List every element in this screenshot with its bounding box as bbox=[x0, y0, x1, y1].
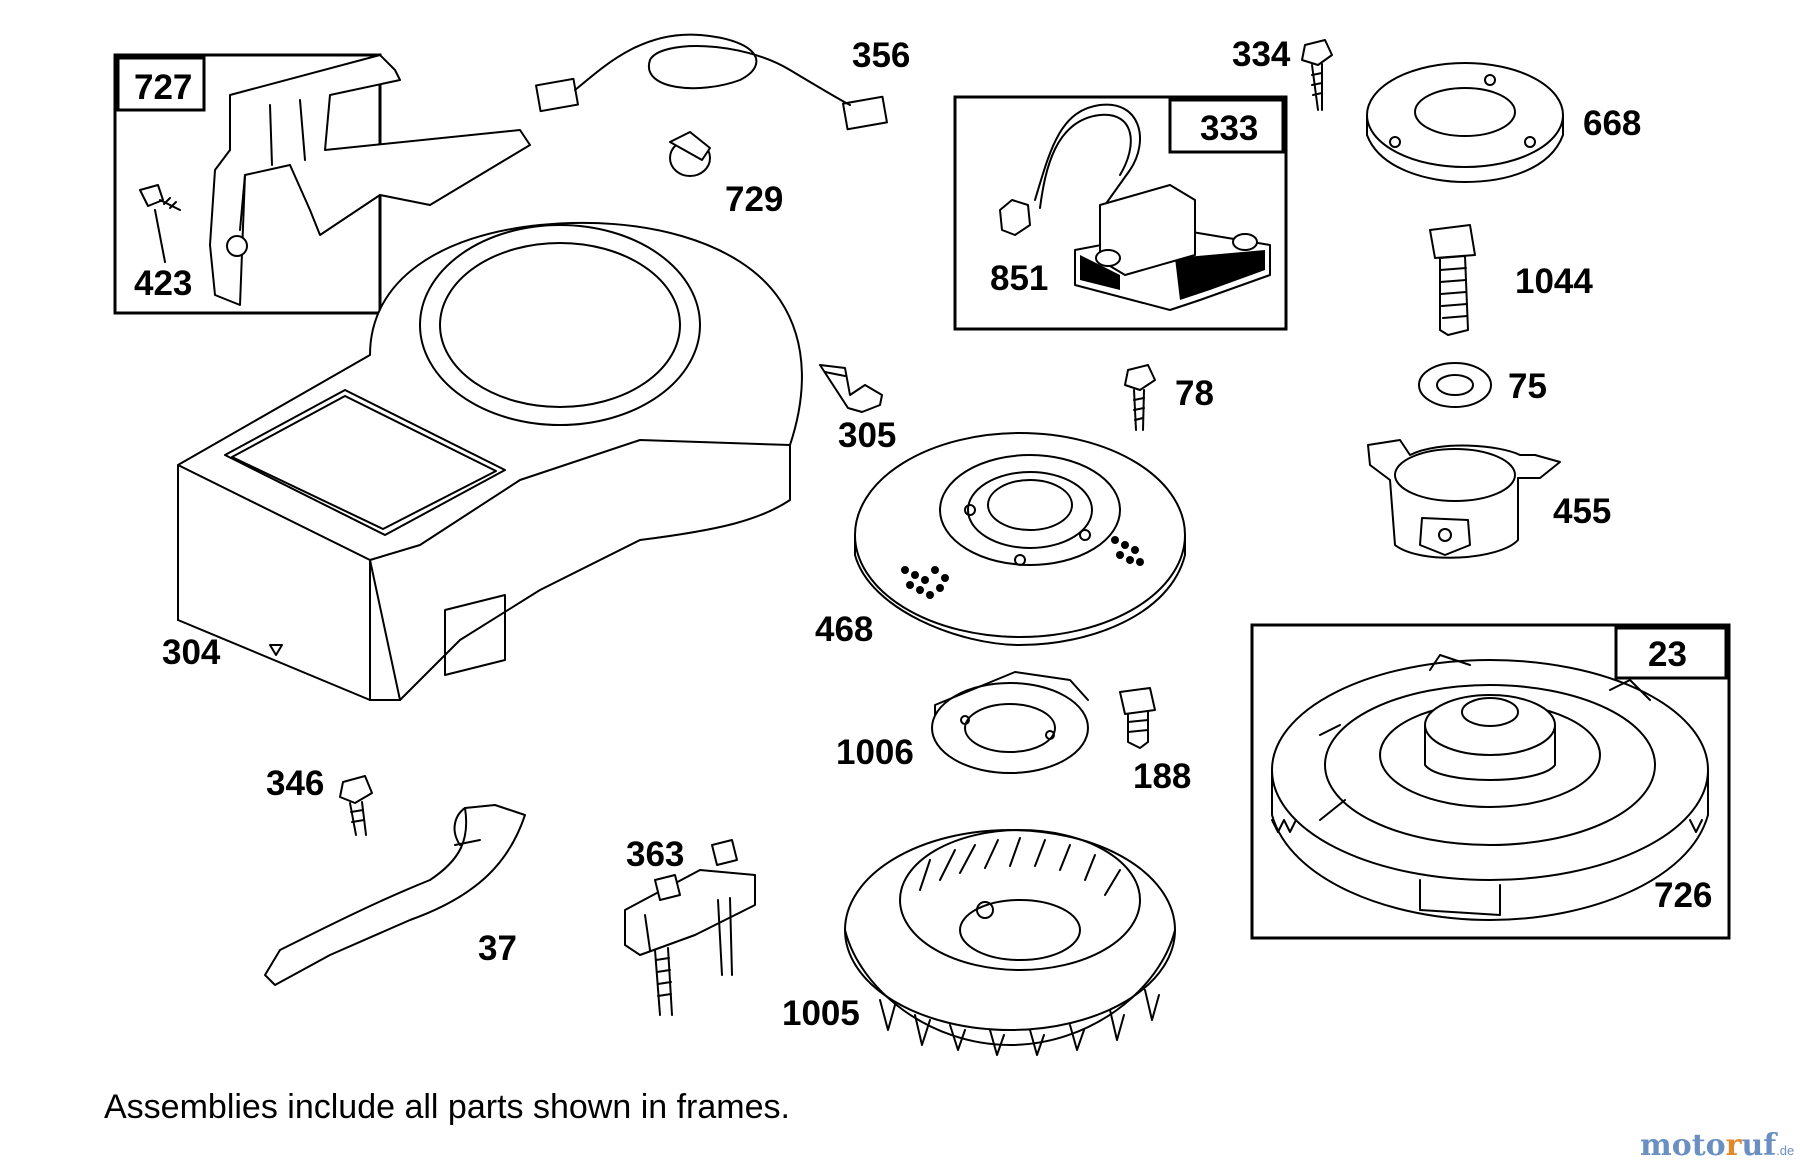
label-668: 668 bbox=[1583, 104, 1641, 143]
frame-23 bbox=[1250, 623, 1731, 940]
label-334: 334 bbox=[1232, 35, 1291, 74]
part-wire-356 bbox=[535, 33, 888, 131]
frame-727 bbox=[113, 53, 382, 315]
part-bracket-363 bbox=[624, 839, 756, 1016]
part-screen-468 bbox=[854, 432, 1186, 646]
label-727: 727 bbox=[134, 68, 192, 107]
label-188: 188 bbox=[1133, 757, 1191, 796]
label-423: 423 bbox=[134, 264, 192, 303]
label-37: 37 bbox=[478, 929, 517, 968]
label-726: 726 bbox=[1654, 876, 1712, 915]
footnote: Assemblies include all parts shown in fr… bbox=[104, 1088, 790, 1126]
frame-333 bbox=[953, 95, 1288, 331]
part-screw-346 bbox=[339, 775, 373, 836]
part-washer-75 bbox=[1418, 362, 1492, 408]
part-cup-455 bbox=[1367, 439, 1561, 559]
label-23: 23 bbox=[1648, 635, 1687, 674]
label-1005: 1005 bbox=[782, 994, 860, 1033]
label-333: 333 bbox=[1200, 109, 1258, 148]
part-screw-78 bbox=[1124, 364, 1156, 431]
label-346: 346 bbox=[266, 764, 324, 803]
label-305: 305 bbox=[838, 416, 896, 455]
label-304: 304 bbox=[162, 633, 221, 672]
label-363: 363 bbox=[626, 835, 684, 874]
part-armature-851 bbox=[999, 103, 1271, 311]
part-air-guide bbox=[209, 54, 531, 306]
part-retainer-1006 bbox=[931, 671, 1089, 774]
part-grommet-729 bbox=[669, 131, 711, 177]
part-blower-housing-304 bbox=[177, 221, 803, 701]
label-729: 729 bbox=[725, 180, 783, 219]
part-screw-334 bbox=[1301, 39, 1333, 111]
watermark-logo: motoruf.de bbox=[1640, 1128, 1795, 1163]
part-screw-423 bbox=[139, 184, 181, 263]
label-1006: 1006 bbox=[836, 733, 914, 772]
label-455: 455 bbox=[1553, 492, 1611, 531]
part-fan-1005 bbox=[844, 829, 1176, 1056]
part-plate-668 bbox=[1366, 62, 1564, 183]
label-356: 356 bbox=[852, 36, 910, 75]
label-468: 468 bbox=[815, 610, 873, 649]
label-851: 851 bbox=[990, 259, 1048, 298]
label-1044: 1044 bbox=[1515, 262, 1593, 301]
label-78: 78 bbox=[1175, 374, 1214, 413]
part-stud-1044 bbox=[1429, 224, 1476, 336]
part-screw-188 bbox=[1119, 687, 1156, 749]
part-screw-305 bbox=[819, 364, 883, 413]
part-flywheel-726 bbox=[1271, 654, 1709, 921]
part-deflector-37 bbox=[264, 804, 526, 986]
label-75: 75 bbox=[1508, 367, 1547, 406]
